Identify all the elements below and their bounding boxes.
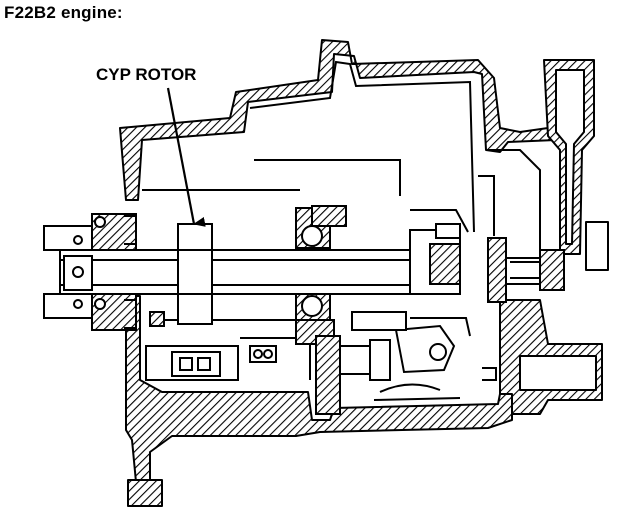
shaft-bearing — [295, 205, 347, 345]
advance-mechanism — [315, 311, 471, 415]
cyp-rotor — [177, 223, 213, 325]
housing-interior — [142, 60, 541, 381]
sensor-connector — [171, 345, 277, 377]
callout-arrow — [166, 87, 206, 227]
page-title: F22B2 engine: — [4, 3, 123, 22]
cyp-rotor-label: CYP ROTOR — [96, 65, 196, 84]
shaft-seal — [91, 213, 165, 331]
distributor-housing — [119, 39, 609, 507]
distributor-shaft — [43, 225, 431, 319]
rotor-head — [409, 175, 565, 381]
